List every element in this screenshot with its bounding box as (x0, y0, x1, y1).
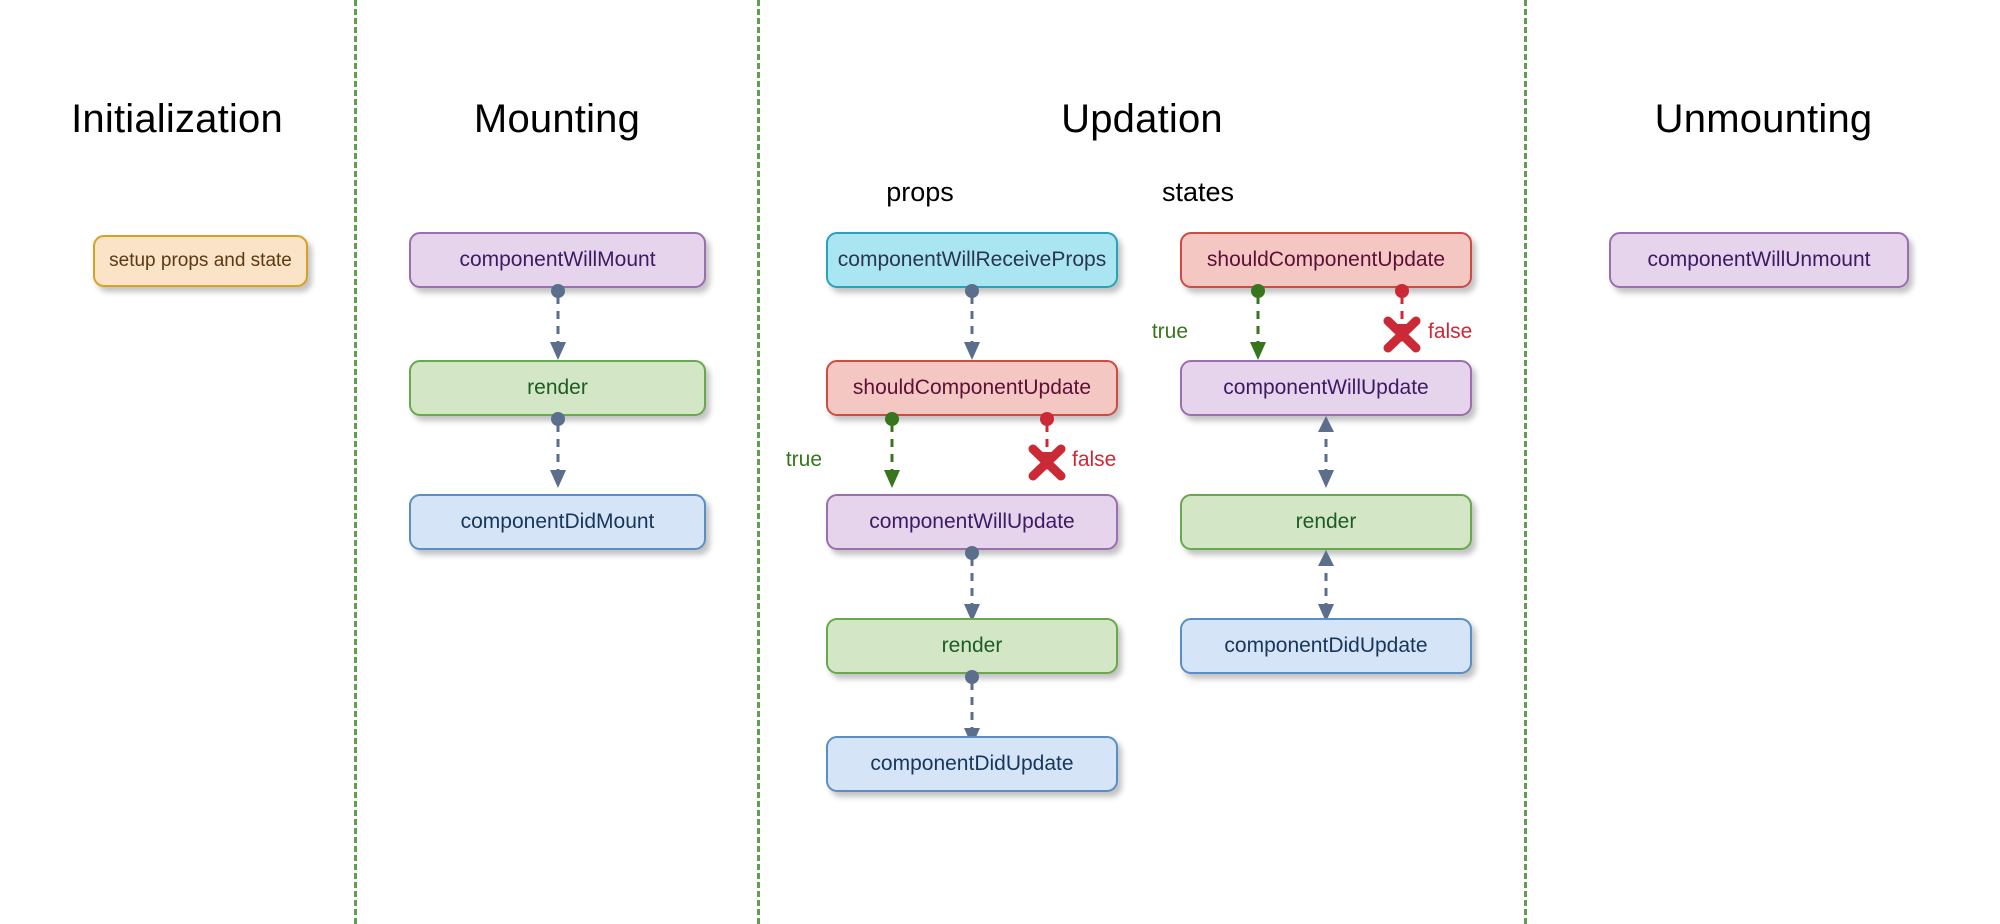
connector-will-receive-props-to-scu (960, 284, 984, 362)
node-props-should-component-update[interactable]: shouldComponentUpdate (826, 360, 1118, 416)
connector-states-false-branch (1383, 284, 1448, 362)
connector-states-will-update-to-render (1314, 414, 1338, 490)
connector-render-to-did-mount (546, 412, 570, 490)
node-component-will-receive-props[interactable]: componentWillReceiveProps (826, 232, 1118, 288)
connector-states-true-branch (1246, 284, 1270, 362)
node-props-component-did-update[interactable]: componentDidUpdate (826, 736, 1118, 792)
node-states-component-will-update[interactable]: componentWillUpdate (1180, 360, 1472, 416)
node-props-component-will-update[interactable]: componentWillUpdate (826, 494, 1118, 550)
subsection-title-states: states (1161, 177, 1235, 207)
section-divider-2 (757, 0, 760, 924)
label-props-false: false (1072, 448, 1117, 471)
section-divider-1 (354, 0, 357, 924)
node-render-mounting[interactable]: render (409, 360, 706, 416)
label-states-true: true (1151, 320, 1188, 343)
node-component-will-mount[interactable]: componentWillMount (409, 232, 706, 288)
node-component-did-mount[interactable]: componentDidMount (409, 494, 706, 550)
connector-props-will-update-to-render (960, 546, 984, 624)
connector-props-false-branch (1028, 412, 1093, 490)
connector-will-mount-to-render (546, 284, 570, 362)
section-title-mounting: Mounting (473, 97, 641, 141)
label-props-true: true (785, 448, 822, 471)
section-title-initialization: Initialization (71, 97, 283, 141)
node-states-should-component-update[interactable]: shouldComponentUpdate (1180, 232, 1472, 288)
node-states-render[interactable]: render (1180, 494, 1472, 550)
subsection-title-props: props (886, 177, 954, 207)
node-states-component-did-update[interactable]: componentDidUpdate (1180, 618, 1472, 674)
connector-states-render-to-did-update (1314, 548, 1338, 624)
section-divider-3 (1524, 0, 1527, 924)
node-setup-props-and-state[interactable]: setup props and state (93, 235, 308, 287)
node-props-render[interactable]: render (826, 618, 1118, 674)
label-states-false: false (1428, 320, 1473, 343)
node-component-will-unmount[interactable]: componentWillUnmount (1609, 232, 1909, 288)
connector-props-true-branch (880, 412, 904, 490)
section-title-unmounting: Unmounting (1654, 97, 1873, 141)
section-title-updation: Updation (1061, 97, 1223, 141)
